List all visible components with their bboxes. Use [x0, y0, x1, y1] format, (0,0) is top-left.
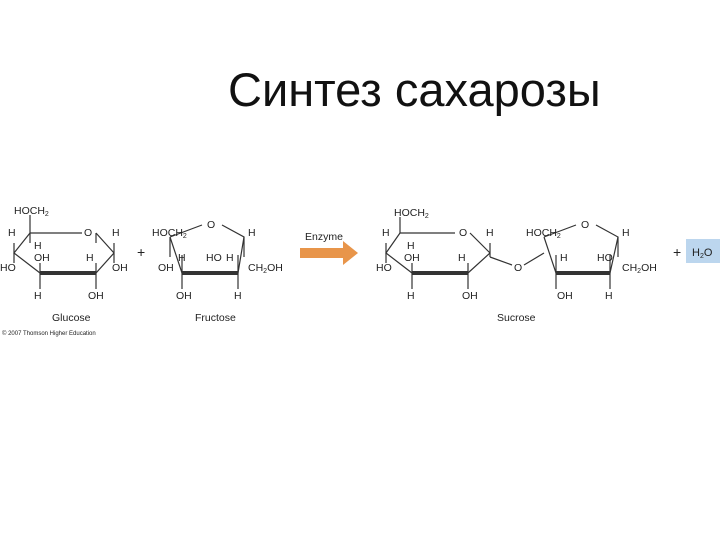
sucrose-fru-ch2oh: CH2OH: [622, 262, 657, 275]
sucrose-fru-ho: HO: [597, 252, 613, 264]
fructose-c2-oh: OH: [158, 262, 174, 274]
sucrose-fru-oh: OH: [557, 290, 573, 302]
water-product: H2O: [686, 239, 720, 263]
sucrose-glc-c2-h: H: [458, 252, 466, 264]
glucose-c3-oh: OH: [34, 252, 50, 264]
sucrose-synthesis-figure: HOCH2 O H H H HO OH H OH H OH Glucose + …: [0, 205, 720, 337]
glucose-c2-h: H: [86, 252, 94, 264]
sucrose-glucose-ring: [385, 232, 491, 274]
glucose-c1-h: H: [112, 227, 120, 239]
sucrose-glc-ho: HO: [376, 262, 392, 274]
sucrose-hoch2: HOCH2: [394, 207, 429, 220]
glucose-c2-oh: OH: [88, 290, 104, 302]
sucrose-fru-h-top: H: [622, 227, 630, 239]
sucrose-glc-oh: OH: [404, 252, 420, 264]
plus-sign: +: [137, 244, 145, 260]
fructose-c5-h: H: [178, 252, 186, 264]
glucose-ring: [13, 232, 115, 274]
sucrose-fru-hoch2: HOCH2: [526, 227, 561, 240]
sucrose-name: Sucrose: [497, 312, 536, 324]
plus-sign-water: +: [673, 244, 681, 260]
glycosidic-bridge-oxygen: O: [514, 262, 522, 274]
glucose-hoch2: HOCH2: [14, 205, 49, 218]
sucrose-glucose-ring-oxygen: O: [459, 227, 467, 239]
glucose-c1-oh: OH: [112, 262, 128, 274]
sucrose-glc-c5-h: H: [382, 227, 390, 239]
sucrose-fructose-ring-oxygen: O: [581, 219, 589, 231]
sucrose-glc-c2-oh: OH: [462, 290, 478, 302]
fructose-name: Fructose: [195, 312, 236, 324]
sucrose-glc-c1-h: H: [486, 227, 494, 239]
glucose-ring-oxygen: O: [84, 227, 92, 239]
glucose-name: Glucose: [52, 312, 91, 324]
fructose-c4-h: H: [226, 252, 234, 264]
glucose-c4-ho: HO: [0, 262, 16, 274]
fructose-c3-ho: HO: [206, 252, 222, 264]
fructose-c3-oh: OH: [176, 290, 192, 302]
enzyme-label: Enzyme: [305, 231, 343, 243]
copyright-notice: © 2007 Thomson Higher Education: [2, 330, 96, 337]
glucose-c5-h: H: [8, 227, 16, 239]
glucose-c3-h: H: [34, 290, 42, 302]
fructose-hoch2: HOCH2: [152, 227, 187, 240]
sucrose-glc-c4-h: H: [407, 240, 415, 252]
fructose-c2-h: H: [248, 227, 256, 239]
sucrose-fru-h: H: [560, 252, 568, 264]
slide-title: Синтез сахарозы: [228, 63, 601, 116]
reaction-arrow: [300, 241, 358, 265]
sucrose-glc-c3-h: H: [407, 290, 415, 302]
svg-text:H2O: H2O: [692, 247, 713, 260]
fructose-ring-oxygen: O: [207, 219, 215, 231]
fructose-c4-h-bottom: H: [234, 290, 242, 302]
glucose-c4-h: H: [34, 240, 42, 252]
sucrose-fru-h-bottom: H: [605, 290, 613, 302]
fructose-ch2oh: CH2OH: [248, 262, 283, 275]
